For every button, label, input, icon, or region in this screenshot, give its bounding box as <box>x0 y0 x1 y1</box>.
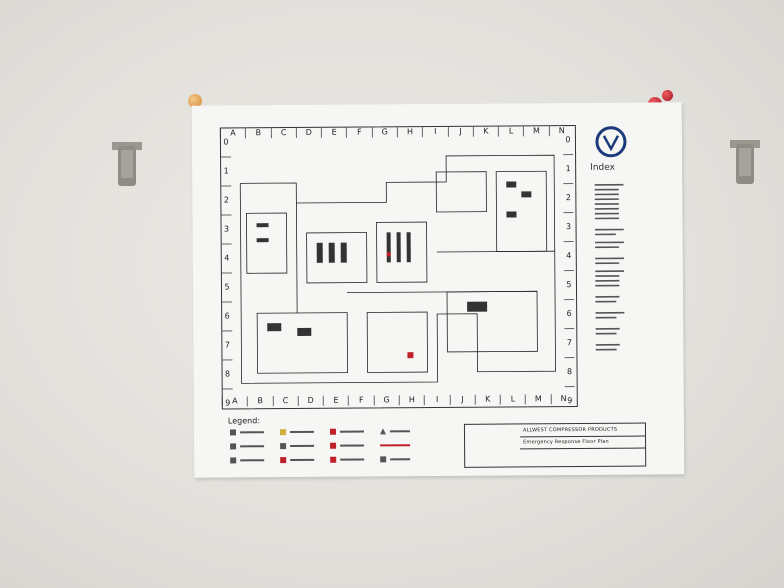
company-logo <box>595 126 627 158</box>
index-listing <box>594 183 625 351</box>
title-block-divider-2 <box>520 447 646 450</box>
title-block-divider <box>520 435 646 438</box>
company-name: ALLWEST COMPRESSOR PRODUCTS <box>522 426 618 434</box>
left-wall-clip <box>112 140 142 186</box>
orange-push-pin <box>188 94 202 108</box>
right-wall-clip <box>730 138 760 184</box>
red-push-pin-2 <box>662 90 673 101</box>
legend-symbols <box>229 428 411 464</box>
title-block: ALLWEST COMPRESSOR PRODUCTS Emergency Re… <box>463 422 647 468</box>
plan-subtitle: Emergency Response Floor Plan <box>523 438 609 446</box>
index-title: Index <box>590 162 615 173</box>
floor-plan-poster: A B C D E F G H I J K L M N A B C D E F … <box>191 102 685 478</box>
floor-plan-drawing <box>239 154 556 384</box>
